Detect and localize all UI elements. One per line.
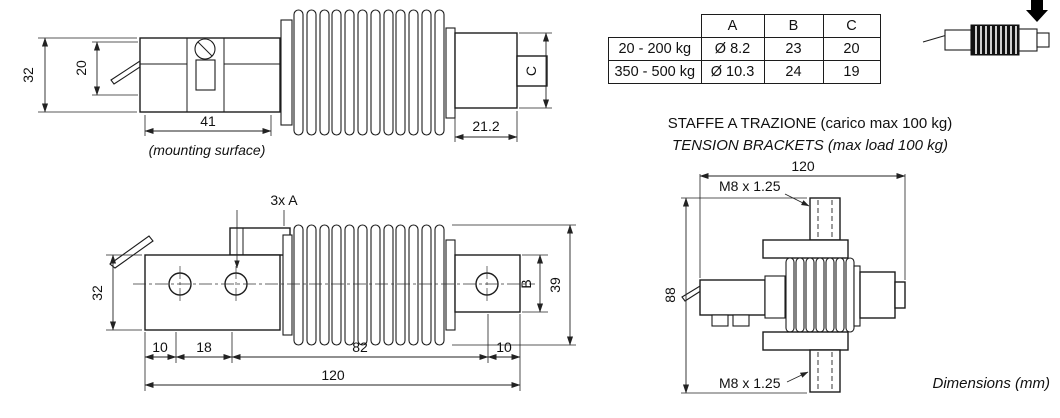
table-cell-b: 23 (763, 37, 824, 61)
dim-total-length: 120 (699, 158, 906, 280)
mini-load-cell (922, 24, 1050, 56)
bellows (785, 257, 861, 333)
load-direction-icon (922, 0, 1050, 56)
dim-mounting-width: 41 (144, 113, 272, 136)
brackets-caption-it: STAFFE A TRAZIONE (carico max 100 kg) (667, 115, 953, 132)
dim-seg-4-label: 10 (496, 339, 512, 355)
load-arrow-icon (1026, 0, 1048, 22)
holes-callout-label: 3x A (270, 192, 298, 208)
dim-overall-height: 88 (662, 197, 807, 394)
table-header-C: C (822, 14, 881, 38)
dim-end-height-C: C (519, 32, 552, 109)
table-cell-c: 20 (822, 37, 881, 61)
dim-seg-1-label: 10 (152, 339, 168, 355)
table-header-B: B (763, 14, 824, 38)
dimensions-note: Dimensions (mm) (932, 375, 1050, 392)
thread-top-label: M8 x 1.25 (719, 178, 781, 194)
load-cell-body (139, 37, 281, 113)
dim-total-length-label: 120 (321, 367, 345, 383)
bellows (280, 9, 456, 136)
table-cell-range: 350 - 500 kg (608, 60, 702, 84)
side-view-drawing: 32 20 41 (mounting surface) 21.2 C (20, 9, 552, 158)
dim-end-length: 21.2 (454, 111, 518, 142)
dim-height-inner: 20 (73, 41, 138, 96)
dim-seg-3-label: 82 (352, 339, 368, 355)
dim-seg-2-label: 18 (196, 339, 212, 355)
thread-bottom-label: M8 x 1.25 (719, 375, 781, 391)
holes-callout: 3x A (234, 192, 298, 269)
dim-body-height-label: 32 (89, 285, 105, 301)
load-cell (681, 257, 906, 333)
table-cell-c: 19 (822, 60, 881, 84)
table-blank-cell (609, 15, 702, 38)
dim-height-inner-label: 20 (73, 60, 89, 76)
dim-end-height-B: B (518, 254, 548, 313)
brackets-caption-en: TENSION BRACKETS (max load 100 kg) (672, 137, 948, 154)
table-cell-a: Ø 8.2 (700, 37, 765, 61)
dim-height-overall: 32 (20, 37, 137, 113)
dim-bellows-od: 39 (452, 224, 576, 346)
dim-total-length: 120 (144, 367, 521, 389)
load-cell-body (144, 227, 291, 331)
bottom-bracket (762, 331, 849, 393)
lever (110, 59, 141, 85)
dim-end-length-label: 21.2 (472, 118, 499, 134)
table-row: 350 - 500 kg Ø 10.3 24 19 (608, 60, 881, 84)
threaded-end (454, 254, 521, 313)
dim-total-length-label: 120 (791, 158, 815, 174)
dim-bellows-od-label: 39 (547, 277, 563, 293)
dim-overall-height-label: 88 (662, 287, 678, 303)
top-view-drawing: 3x A 32 B 39 (89, 192, 576, 391)
threaded-end (454, 32, 548, 109)
center-lines (133, 266, 535, 302)
mounting-surface-caption: (mounting surface) (149, 142, 266, 158)
thread-callout-bottom: M8 x 1.25 (719, 371, 809, 391)
thread-callout-top: M8 x 1.25 (719, 178, 810, 207)
top-bracket (762, 197, 849, 259)
table-cell-range: 20 - 200 kg (608, 37, 702, 61)
table-row: 20 - 200 kg Ø 8.2 23 20 (608, 37, 881, 61)
table-cell-b: 24 (763, 60, 824, 84)
tension-bracket-drawing: 120 M8 x 1.25 (662, 158, 906, 394)
bellows (282, 224, 456, 346)
load-range-table: A B C 20 - 200 kg Ø 8.2 23 20 350 - 500 … (608, 14, 881, 84)
dim-height-overall-label: 32 (20, 67, 36, 83)
dim-segments: 10 18 82 10 (144, 314, 521, 391)
dim-mounting-width-label: 41 (200, 113, 216, 129)
table-header-A: A (700, 14, 765, 38)
dim-end-height-label: C (523, 66, 539, 76)
dim-body-height: 32 (89, 254, 142, 331)
table-cell-a: Ø 10.3 (700, 60, 765, 84)
dim-end-height-B-label: B (518, 279, 534, 288)
